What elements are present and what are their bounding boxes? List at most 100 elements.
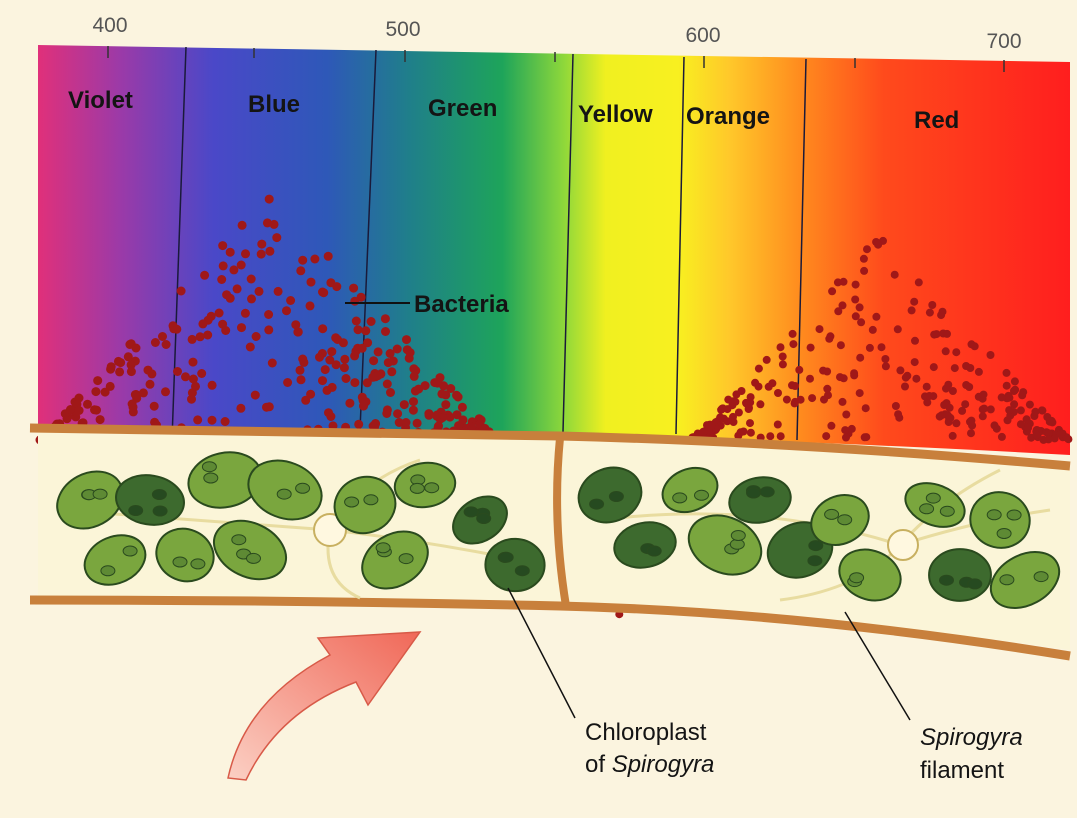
bacterium-dot [1003,369,1011,377]
bacterium-dot [217,275,226,284]
bacterium-dot [268,359,277,368]
bacterium-dot [820,396,828,404]
bacterium-dot [967,429,975,437]
pyrenoid [202,462,216,472]
bacterium-dot [150,402,159,411]
bacterium-dot [350,297,359,306]
bacterium-dot [349,284,358,293]
bacterium-dot [839,301,847,309]
pyrenoid [499,552,513,562]
bacterium-dot [872,313,880,321]
bacterium-dot [774,421,782,429]
bacterium-dot [459,415,468,424]
bacterium-dot [777,343,785,351]
chloroplast-lobe [929,549,991,601]
pyrenoid [695,490,709,500]
pyrenoid [123,546,137,556]
bacterium-dot [729,397,737,405]
bacterium-dot [795,366,803,374]
pyrenoid [152,490,166,500]
bacterium-dot [354,325,363,334]
bacterium-dot [746,419,754,427]
bacterium-dot [923,383,931,391]
bacterium-dot [200,271,209,280]
pyrenoid [731,531,745,541]
bacterium-dot [381,327,390,336]
chloroplast-label-prefix: of [585,751,612,778]
bacterium-dot [1046,418,1054,426]
bacterium-dot [1005,406,1013,414]
bacterium-dot [409,406,418,415]
tick-label-600: 600 [685,24,720,47]
bacterium-dot [912,375,920,383]
pyrenoid [101,566,115,576]
bacterium-dot [345,399,354,408]
bacterium-dot [975,368,983,376]
bacterium-dot [218,241,227,250]
bacterium-dot [783,396,791,404]
bacterium-dot [315,353,324,362]
bacterium-dot [943,330,951,338]
bacterium-dot [822,432,830,440]
pyrenoid [760,487,774,497]
bacterium-dot [774,389,782,397]
bacterium-dot [836,373,844,381]
bacterium-dot [226,248,235,257]
bacterium-dot [93,376,102,385]
band-label-blue: Blue [248,91,300,118]
bacterium-dot [707,422,715,430]
bacterium-dot [968,340,976,348]
bacterium-dot [882,362,890,370]
bacterium-dot [405,354,414,363]
bacterium-dot [286,296,295,305]
bacterium-dot [908,306,916,314]
bacterium-dot [841,426,849,434]
bacterium-dot [83,400,92,409]
bacterium-dot [949,432,957,440]
bacterium-dot [807,344,815,352]
bacterium-dot [193,415,202,424]
bacterium-dot [189,358,198,367]
bacterium-dot [789,330,797,338]
bacterium-dot [1011,377,1019,385]
bacterium-dot [296,266,305,275]
bacterium-dot [961,400,969,408]
bacterium-dot [894,325,902,333]
bacterium-dot [101,388,110,397]
bacterium-dot [400,400,409,409]
bacterium-dot [151,338,160,347]
bacterium-dot [825,335,833,343]
bacterium-dot [383,380,392,389]
bacterium-dot [386,388,395,397]
bacterium-dot [842,411,850,419]
tick-label-700: 700 [986,30,1021,53]
bacterium-dot [952,419,960,427]
pyrenoid [968,579,982,589]
bacterium-dot [127,360,136,369]
bacterium-dot [840,278,848,286]
bacterium-dot [779,353,787,361]
bacterium-dot [894,410,902,418]
filament-label-line1: Spirogyra [920,724,1023,751]
bacterium-dot [1011,386,1019,394]
bacterium-dot [90,405,99,414]
pyrenoid [515,566,529,576]
spirogyra-filament [30,428,1070,656]
illumination-arrow [228,632,420,780]
bacterium-dot [425,411,434,420]
bacterium-dot [196,332,205,341]
bacterium-dot [188,388,197,397]
bacterium-dot [387,367,396,376]
chloroplast-label-italic: Spirogyra [612,751,715,778]
bacterium-dot [740,428,748,436]
bacterium-dot [221,417,230,426]
bacterium-dot [307,278,316,287]
chloroplast-label-line2: of Spirogyra [585,751,714,778]
bacterium-dot [158,332,167,341]
bacterium-dot [878,343,886,351]
bacterium-dot [903,372,911,380]
bacterium-dot [452,391,461,400]
bacterium-dot [297,375,306,384]
bacterium-dot [808,394,816,402]
bacterium-dot [161,387,170,396]
